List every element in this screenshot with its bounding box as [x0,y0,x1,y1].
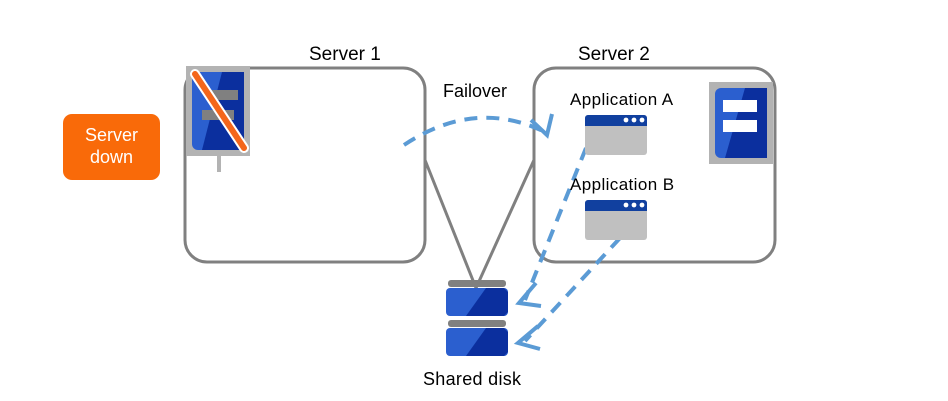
app-window-icon [585,200,647,240]
server2-box [532,66,777,264]
status-badge: Server down [63,114,160,180]
shared-disk-label: Shared disk [423,369,522,389]
server1-title: Server 1 [309,44,381,65]
status-badge-line1: Server [84,125,138,146]
app-b-disk-arrow-icon [513,236,622,351]
server1-box [183,66,427,264]
server1-disk-connector [423,159,478,289]
status-badge-line2: down [89,147,134,167]
server-active-icon [707,80,777,166]
failover-arrow-icon [402,113,554,147]
app-a-disk-arrow-icon [515,147,588,308]
app-window-icon [585,115,647,155]
application-b-label: Application B [570,175,675,194]
server2-title: Server 2 [578,44,650,65]
server2-disk-connector [474,159,536,289]
application-a-label: Application A [570,90,674,109]
shared-disk-icon [444,280,510,358]
failover-label: Failover [443,81,508,101]
server-down-icon [184,62,254,172]
